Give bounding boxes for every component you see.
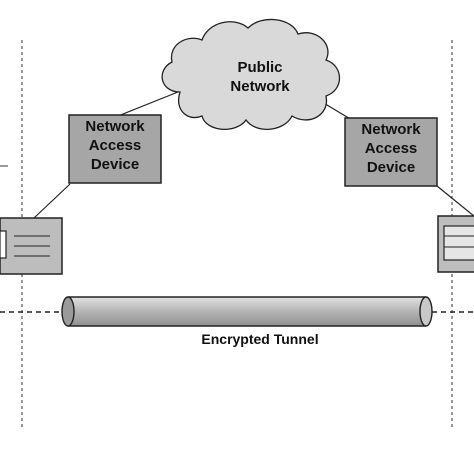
public-network-label-line1: Public	[237, 59, 283, 76]
nad-right-label-line3: Device	[366, 159, 416, 176]
nad-right-label-line2: Access	[364, 140, 418, 157]
nad-left-box	[68, 114, 162, 184]
right-host-device	[437, 215, 474, 273]
nad-left-label-line1: Network	[85, 118, 145, 135]
connector-nad-to-cloud-left	[117, 91, 179, 117]
public-network-cloud	[161, 18, 341, 130]
connector-nad-right-to-host	[436, 185, 474, 217]
nad-right-label: Network Access Device	[345, 120, 437, 177]
nad-right-box	[344, 117, 438, 187]
nad-left-label-line2: Access	[88, 137, 142, 154]
nad-right-label-line1: Network	[361, 121, 421, 138]
nad-left-label-line3: Device	[90, 156, 140, 173]
left-host-device	[0, 217, 63, 275]
connector-cloud-to-nad-right	[321, 101, 353, 121]
encrypted-tunnel-label: Encrypted Tunnel	[201, 331, 319, 347]
nad-left-label: Network Access Device	[69, 117, 161, 174]
connector-left-host-to-nad	[33, 183, 71, 219]
encrypted-tunnel	[61, 296, 433, 327]
public-network-label-line2: Network	[230, 78, 290, 95]
public-network-label: Public Network	[212, 58, 308, 96]
